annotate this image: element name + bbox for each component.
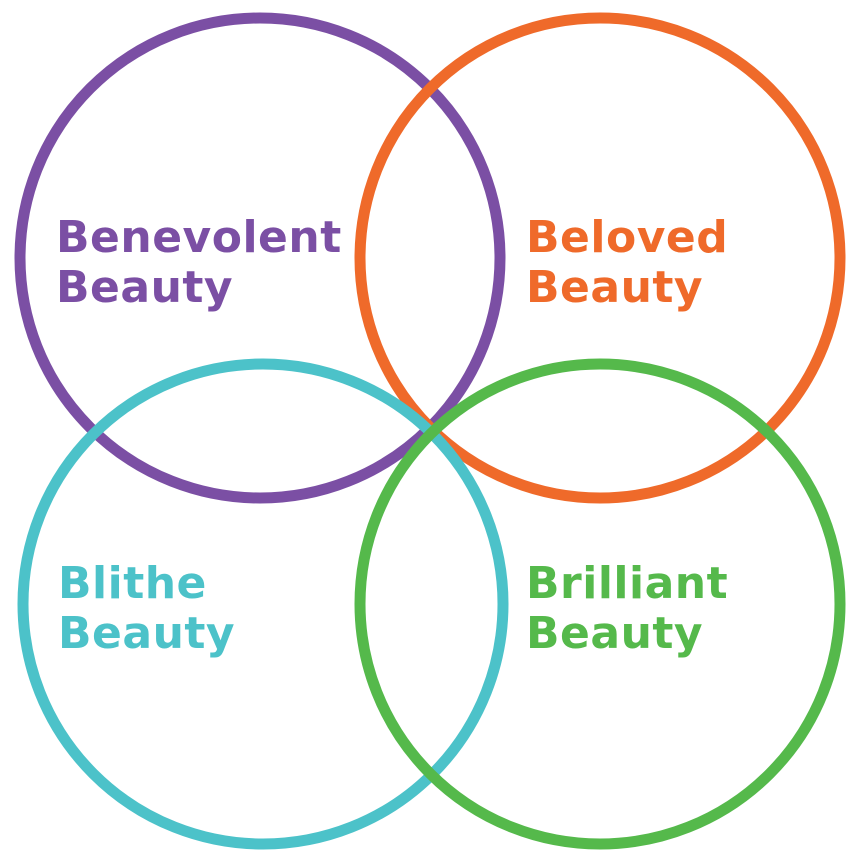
benevolent-label-line-1: Benevolent bbox=[56, 212, 342, 263]
blithe-circle bbox=[17, 358, 509, 850]
benevolent-circle bbox=[14, 12, 506, 504]
beloved-label-line-1: Beloved bbox=[526, 212, 728, 263]
blithe-label: Blithe Beauty bbox=[58, 558, 235, 659]
beloved-label: Beloved Beauty bbox=[526, 212, 728, 313]
beloved-circle bbox=[354, 12, 846, 504]
brilliant-label-line-2: Beauty bbox=[526, 608, 703, 659]
benevolent-label-line-2: Beauty bbox=[56, 262, 233, 313]
beloved-label-line-2: Beauty bbox=[526, 262, 703, 313]
benevolent-label: Benevolent Beauty bbox=[56, 212, 342, 313]
brilliant-label-line-1: Brilliant bbox=[526, 558, 728, 609]
blithe-label-line-1: Blithe bbox=[58, 558, 207, 609]
brilliant-label: Brilliant Beauty bbox=[526, 558, 728, 659]
brilliant-circle bbox=[354, 358, 846, 850]
blithe-label-line-2: Beauty bbox=[58, 608, 235, 659]
